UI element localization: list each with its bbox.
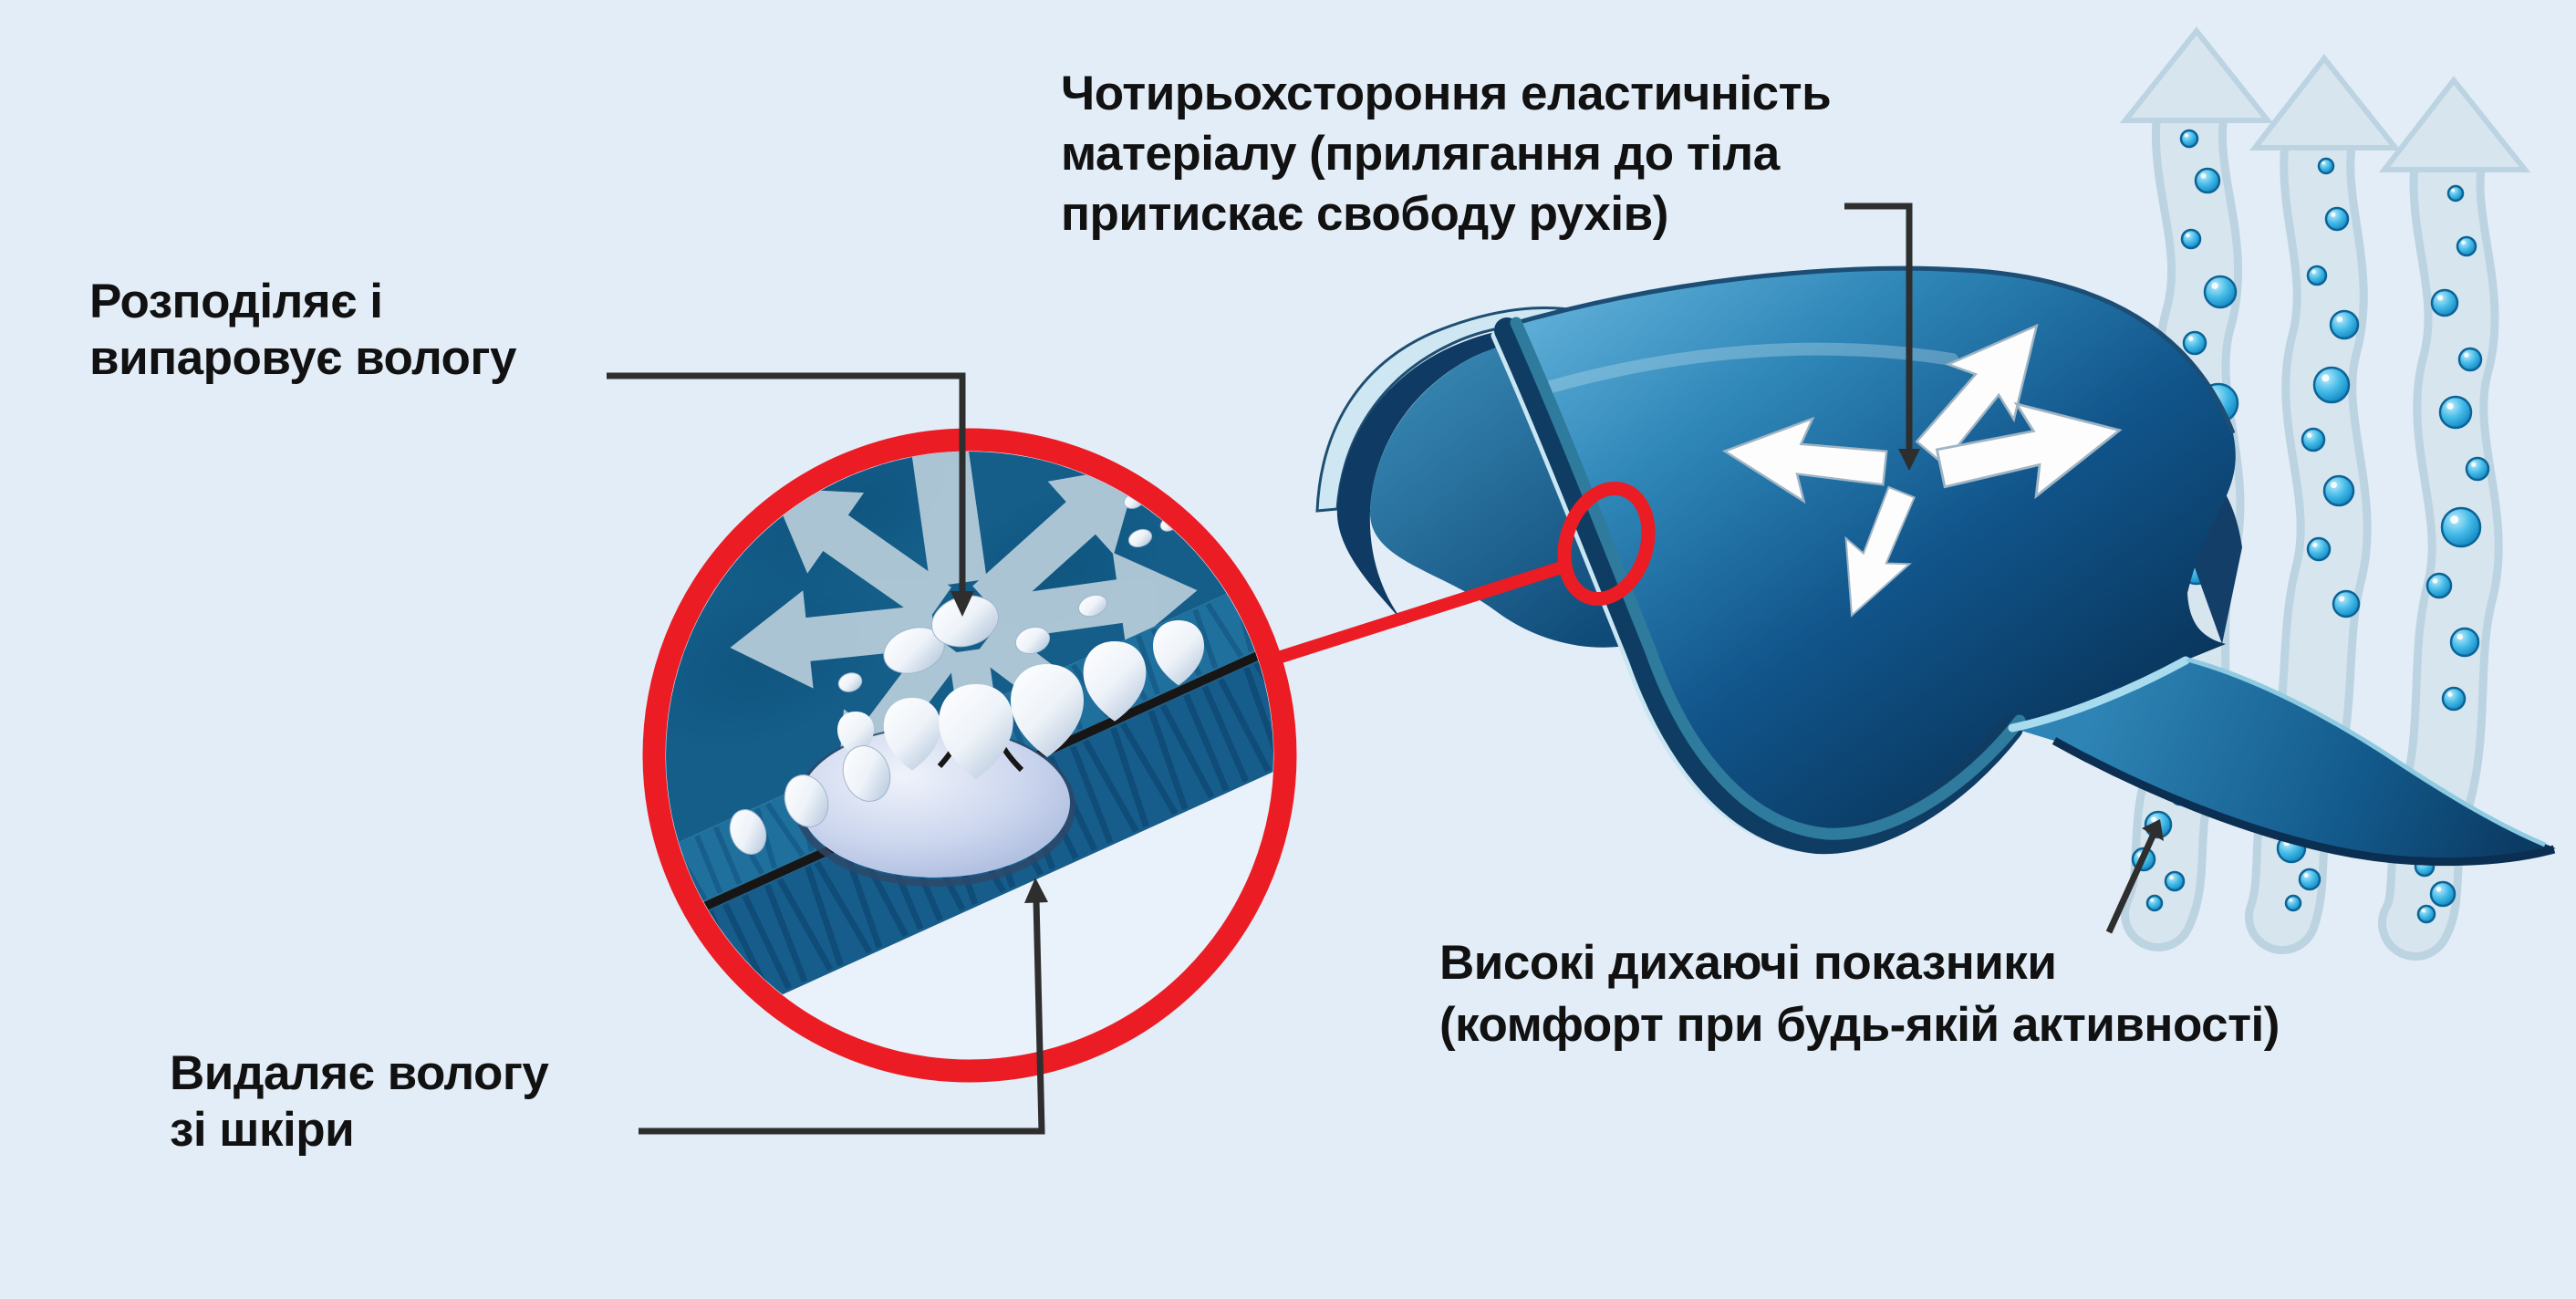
- sheet-tail: [2012, 660, 2556, 862]
- elasticity-label: Чотирьохстороння еластичність матеріалу …: [1061, 64, 1832, 244]
- distributes-moisture-label: Розподіляє і випаровує вологу: [89, 274, 516, 387]
- distributes-label-line1: Розподіляє і: [89, 275, 383, 328]
- magnifier-detail-view: [642, 428, 1297, 1083]
- elasticity-connector-line: [1844, 203, 1920, 471]
- elasticity-label-line2: матеріалу (прилягання до тіла: [1061, 127, 1780, 181]
- magnifier-ring: [642, 428, 1297, 1083]
- annotation-connectors: [607, 203, 2164, 1135]
- elasticity-label-line1: Чотирьохстороння еластичність: [1061, 67, 1832, 120]
- breathable-label-line1: Високі дихаючі показники: [1439, 936, 2057, 990]
- sheet-tail-top-edge: [2186, 657, 2546, 847]
- distributes-label-line2: випаровує вологу: [89, 331, 516, 385]
- sheet-curl-shadow: [1336, 327, 1594, 629]
- removes-label-line2: зі шкіри: [170, 1103, 355, 1157]
- breathable-label-line2: (комфорт при будь-якій активності): [1439, 998, 2280, 1052]
- sheet-tail-bottom-edge: [2051, 737, 2556, 867]
- removes-label-line1: Видаляє вологу: [170, 1046, 549, 1100]
- sheet-fold-highlight: [2008, 656, 2190, 733]
- vapor-bubbles: [2131, 129, 2490, 924]
- sheet-highlight: [1544, 342, 1958, 393]
- removes-moisture-label: Видаляє вологу зі шкіри: [170, 1045, 549, 1159]
- magnifier-pointer-line: [1270, 561, 1564, 666]
- distributes-connector-line: [607, 372, 974, 617]
- zoom-source-marker: [1557, 481, 1656, 607]
- elasticity-label-line3: притискає свободу рухів): [1061, 187, 1668, 241]
- breathable-connector-line: [2105, 819, 2164, 934]
- breathability-label: Високі дихаючі показники (комфорт при бу…: [1439, 932, 2280, 1056]
- sheet-top-edge: [1502, 265, 2236, 434]
- removes-connector-line: [639, 878, 1048, 1135]
